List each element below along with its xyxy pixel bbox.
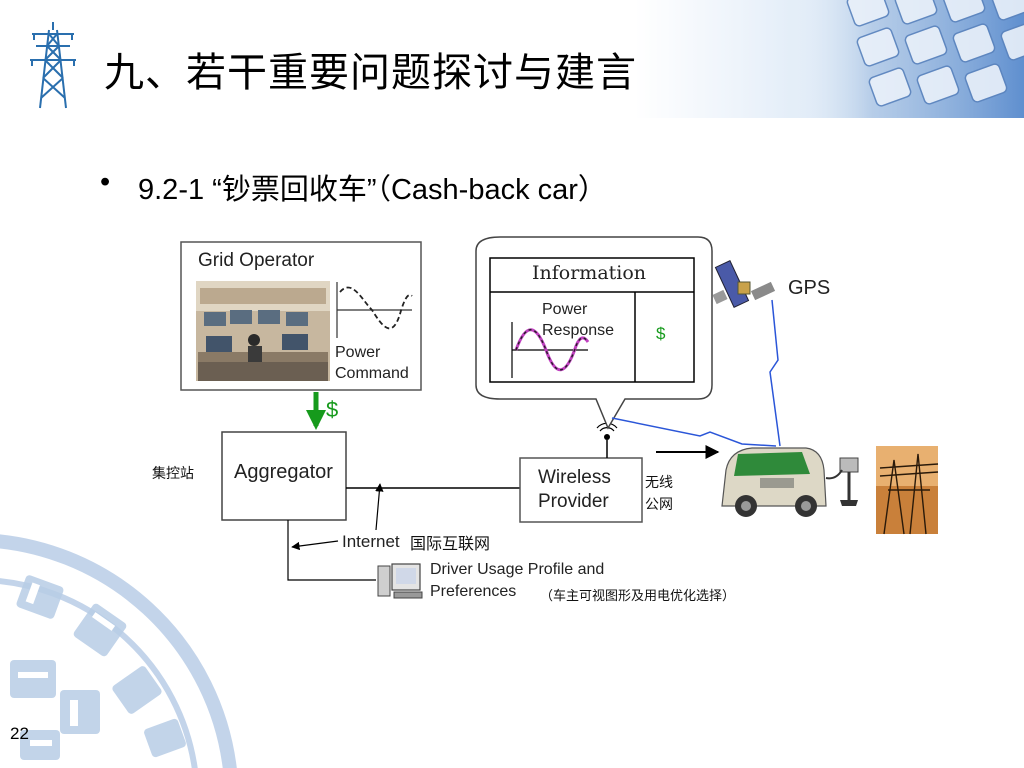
bullet-dot: •	[100, 166, 111, 198]
power-response-label: Power Response	[542, 301, 615, 339]
wireless-provider-cn-label: 无线 公网	[645, 475, 673, 513]
internet-arrow-up	[375, 483, 384, 531]
antenna-icon	[596, 422, 618, 458]
internet-arrow-left	[291, 540, 339, 551]
aggregator-cn-label: 集控站	[152, 466, 194, 482]
information-dollar: $	[656, 324, 666, 343]
control-room-photo	[196, 281, 330, 381]
driver-profile-cn-note: （车主可视图形及用电优化选择）	[540, 589, 736, 604]
slide-title: 九、若干重要问题探讨与建言	[104, 50, 637, 96]
charging-station-icon	[825, 457, 859, 506]
power-command-waveform	[336, 282, 413, 338]
internet-label: Internet	[342, 532, 400, 551]
grid-operator-label: Grid Operator	[198, 250, 315, 271]
page-number: 22	[10, 724, 29, 743]
driver-profile-link	[287, 520, 376, 581]
internet-cn-label: 国际互联网	[410, 534, 491, 553]
electric-car-icon	[721, 447, 827, 517]
transmission-tower-logo	[30, 22, 76, 109]
gps-satellite-icon	[712, 260, 776, 308]
computer-icon	[377, 563, 423, 599]
power-command-label: Power Command	[335, 344, 409, 382]
dollar-label: $	[326, 397, 339, 422]
bullet-text: 9.2-1 “钞票回收车”（Cash-back car）	[138, 174, 607, 206]
wireless-provider-box	[519, 457, 643, 523]
gps-signal-line	[769, 299, 781, 447]
keyboard-photo	[790, 0, 1024, 118]
power-lines-photo	[876, 446, 939, 535]
gps-label: GPS	[788, 277, 831, 299]
information-title: Information	[532, 262, 647, 284]
wireless-provider-label: Wireless Provider	[538, 467, 611, 512]
wireless-signal-line	[611, 417, 777, 447]
driver-profile-label: Driver Usage Profile and Preferences	[430, 561, 605, 600]
aggregator-box	[221, 431, 347, 521]
aggregator-label: Aggregator	[234, 461, 333, 483]
university-seal-watermark	[0, 534, 237, 768]
information-bubble	[475, 236, 713, 430]
